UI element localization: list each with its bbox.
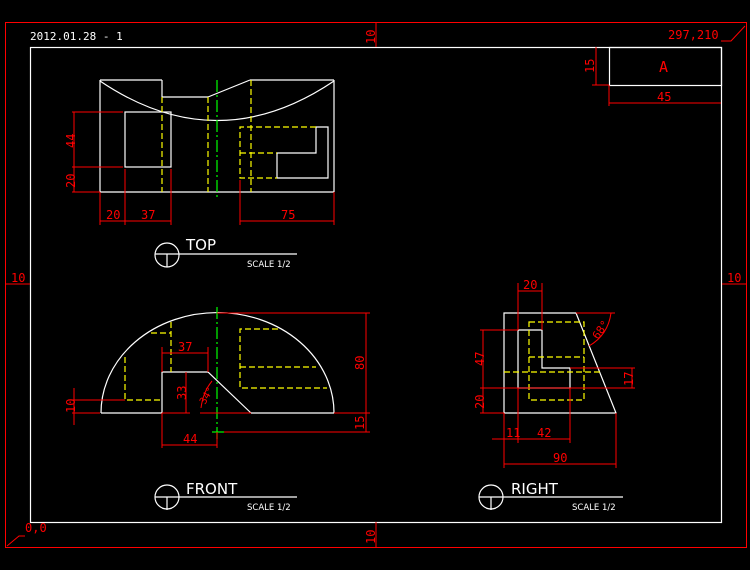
dim-20-horiz: 20 [106,208,120,222]
dim-33: 33 [175,386,189,400]
dim-75: 75 [281,208,295,222]
front-view[interactable]: 80 15 37 33 34° 10 44 [64,307,370,448]
dim-20-right-vert: 20 [473,395,487,409]
dim-11: 11 [506,426,520,440]
sheet-border [5,22,747,548]
svg-text:15: 15 [583,59,597,73]
dim-angle-68: 68° [590,318,612,342]
dim-44-front: 44 [183,432,197,446]
title-block-label: A [659,58,668,76]
dim-20-right-top: 20 [523,278,537,292]
top-view-label: TOP SCALE 1/2 [154,236,297,270]
dim-44: 44 [64,134,78,148]
svg-text:TOP: TOP [185,236,216,254]
svg-text:10: 10 [364,30,378,44]
drawing-id-text: 2012.01.28 - 1 [30,30,123,43]
top-view[interactable]: 44 20 20 37 75 [64,79,335,225]
right-view-label: RIGHT SCALE 1/2 [478,480,623,513]
title-block: A 15 45 [583,46,723,106]
svg-text:SCALE 1/2: SCALE 1/2 [247,260,291,270]
front-view-label: FRONT SCALE 1/2 [154,480,297,513]
drawing-frame [29,46,723,524]
origin-leader [6,535,25,547]
dim-37-front: 37 [178,340,192,354]
dim-37: 37 [141,208,155,222]
margin-bottom-dim: 10 [364,522,378,547]
dim-20-vert: 20 [64,174,78,188]
dim-17: 17 [622,372,636,386]
dim-47: 47 [473,352,487,366]
margin-left-dim: 10 [5,271,30,285]
sheet-size-label: 297,210 [668,28,719,42]
origin-label: 0,0 [25,521,47,535]
svg-text:SCALE 1/2: SCALE 1/2 [572,503,616,513]
right-view[interactable]: 20 68° 47 20 17 11 42 90 [473,278,636,468]
margin-top-dim: 10 [364,22,378,47]
svg-text:10: 10 [364,530,378,544]
svg-text:SCALE 1/2: SCALE 1/2 [247,503,291,513]
margin-right-dim: 10 [722,271,747,285]
svg-text:10: 10 [727,271,741,285]
dim-10: 10 [64,399,78,413]
svg-text:RIGHT: RIGHT [511,480,559,498]
svg-text:FRONT: FRONT [186,480,238,498]
dim-15: 15 [353,416,367,430]
sheet-size-leader [721,25,746,42]
dim-angle-34: 34° [198,385,217,406]
dim-42: 42 [537,426,551,440]
dim-80: 80 [353,356,367,370]
svg-text:45: 45 [657,90,671,104]
svg-text:10: 10 [11,271,25,285]
dim-90: 90 [553,451,567,465]
